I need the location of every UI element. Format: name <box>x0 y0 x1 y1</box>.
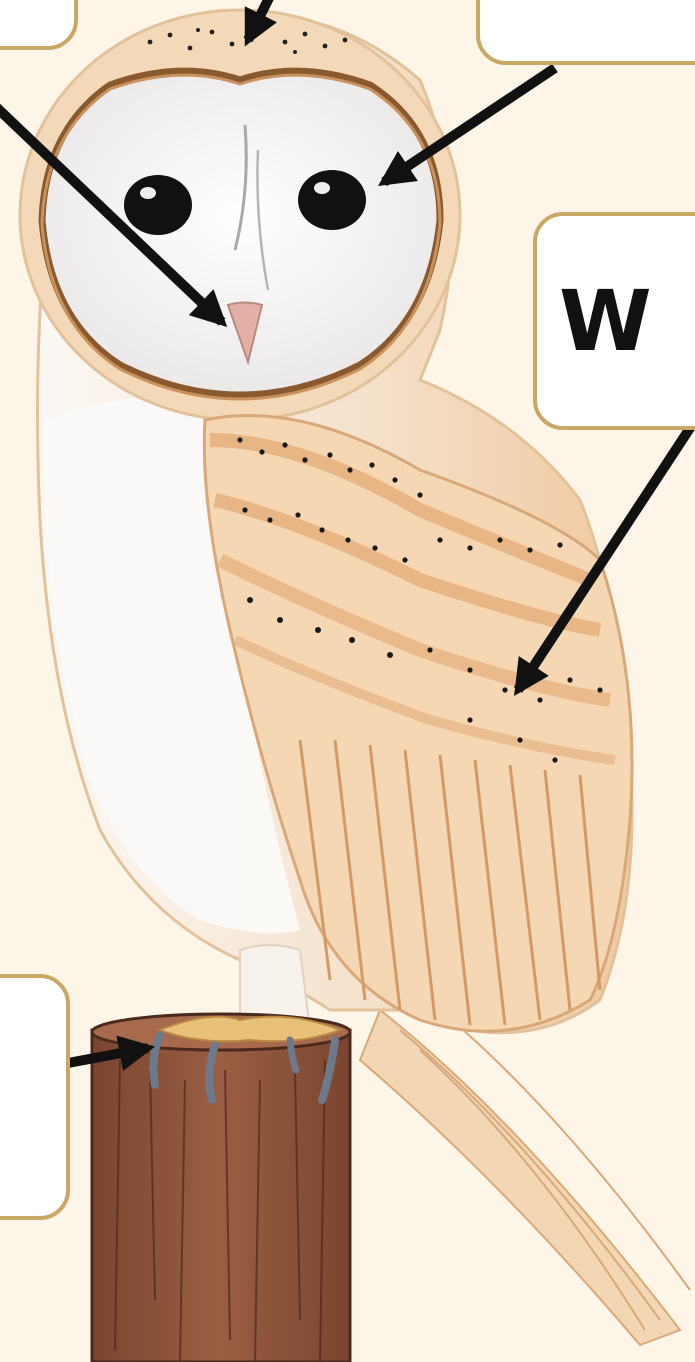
label-box-wing[interactable]: W <box>533 212 695 430</box>
tail-feathers <box>360 1010 690 1345</box>
perch-post <box>92 1014 350 1362</box>
label-text-wing: W <box>559 279 652 363</box>
label-box-top-right[interactable] <box>476 0 695 65</box>
left-eye <box>124 175 192 235</box>
facial-disk <box>42 71 440 395</box>
label-box-talon[interactable] <box>0 974 70 1220</box>
label-box-top-left[interactable] <box>0 0 78 50</box>
right-eye <box>298 170 366 230</box>
